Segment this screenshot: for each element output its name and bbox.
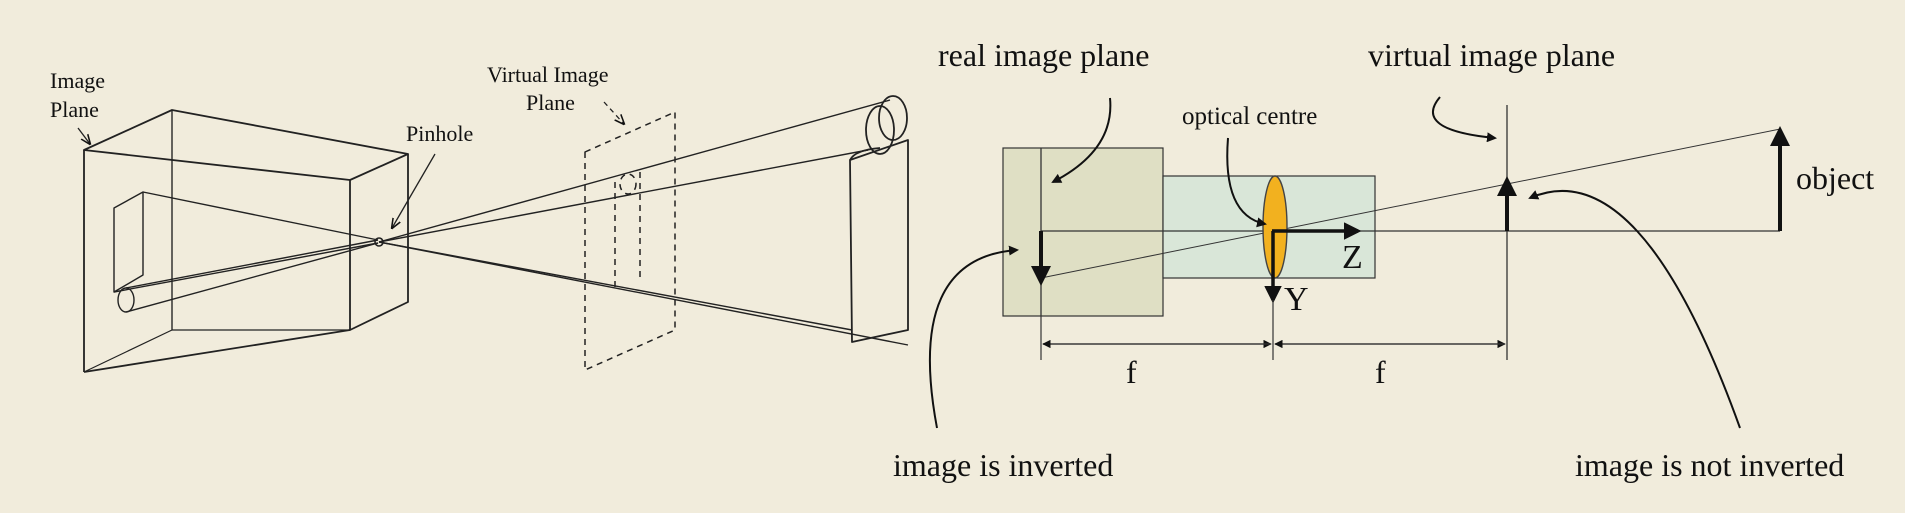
optical-centre-leader (1226, 137, 1267, 228)
real-image-plane-label: real image plane (938, 37, 1149, 73)
principal-ray (1040, 128, 1781, 279)
focal-length-right-label: f (1375, 354, 1386, 390)
virtual-plane-label-1: Virtual Image (487, 62, 608, 87)
real-image-plane-box (1002, 147, 1164, 317)
object-label: object (1796, 160, 1874, 196)
virtual-plane-leader (603, 101, 624, 124)
camera-box (83, 109, 409, 373)
virtual-image-plane-label: virtual image plane (1368, 37, 1615, 73)
virtual-plane-leader-curve (1431, 96, 1497, 143)
real-plane-leader (1051, 97, 1112, 183)
image-plane-label-2: Plane (50, 97, 99, 122)
inverted-note-leader (929, 245, 1019, 429)
virtual-image-plane-sketch (584, 111, 676, 371)
not-inverted-note-leader (1528, 189, 1741, 429)
image-plane-label-1: Image (50, 68, 105, 93)
focal-length-dimensions (1040, 300, 1506, 360)
virtual-plane-label-2: Plane (526, 90, 575, 115)
z-axis-label: Z (1342, 239, 1363, 276)
object-sketch (849, 95, 909, 343)
y-axis-label: Y (1284, 281, 1309, 318)
projected-image (113, 191, 379, 313)
camera-model-diagram (929, 96, 1790, 429)
optical-centre-label: optical centre (1182, 103, 1317, 130)
pinhole-marker (374, 237, 384, 247)
focal-length-left-label: f (1126, 354, 1137, 390)
image-not-inverted-note: image is not inverted (1575, 447, 1844, 483)
image-plane-leader (77, 127, 90, 144)
image-inverted-note: image is inverted (893, 447, 1113, 483)
lens (1262, 175, 1288, 279)
pinhole-camera-sketch (77, 95, 909, 373)
pinhole-label: Pinhole (406, 121, 473, 146)
pinhole-leader (392, 153, 436, 228)
